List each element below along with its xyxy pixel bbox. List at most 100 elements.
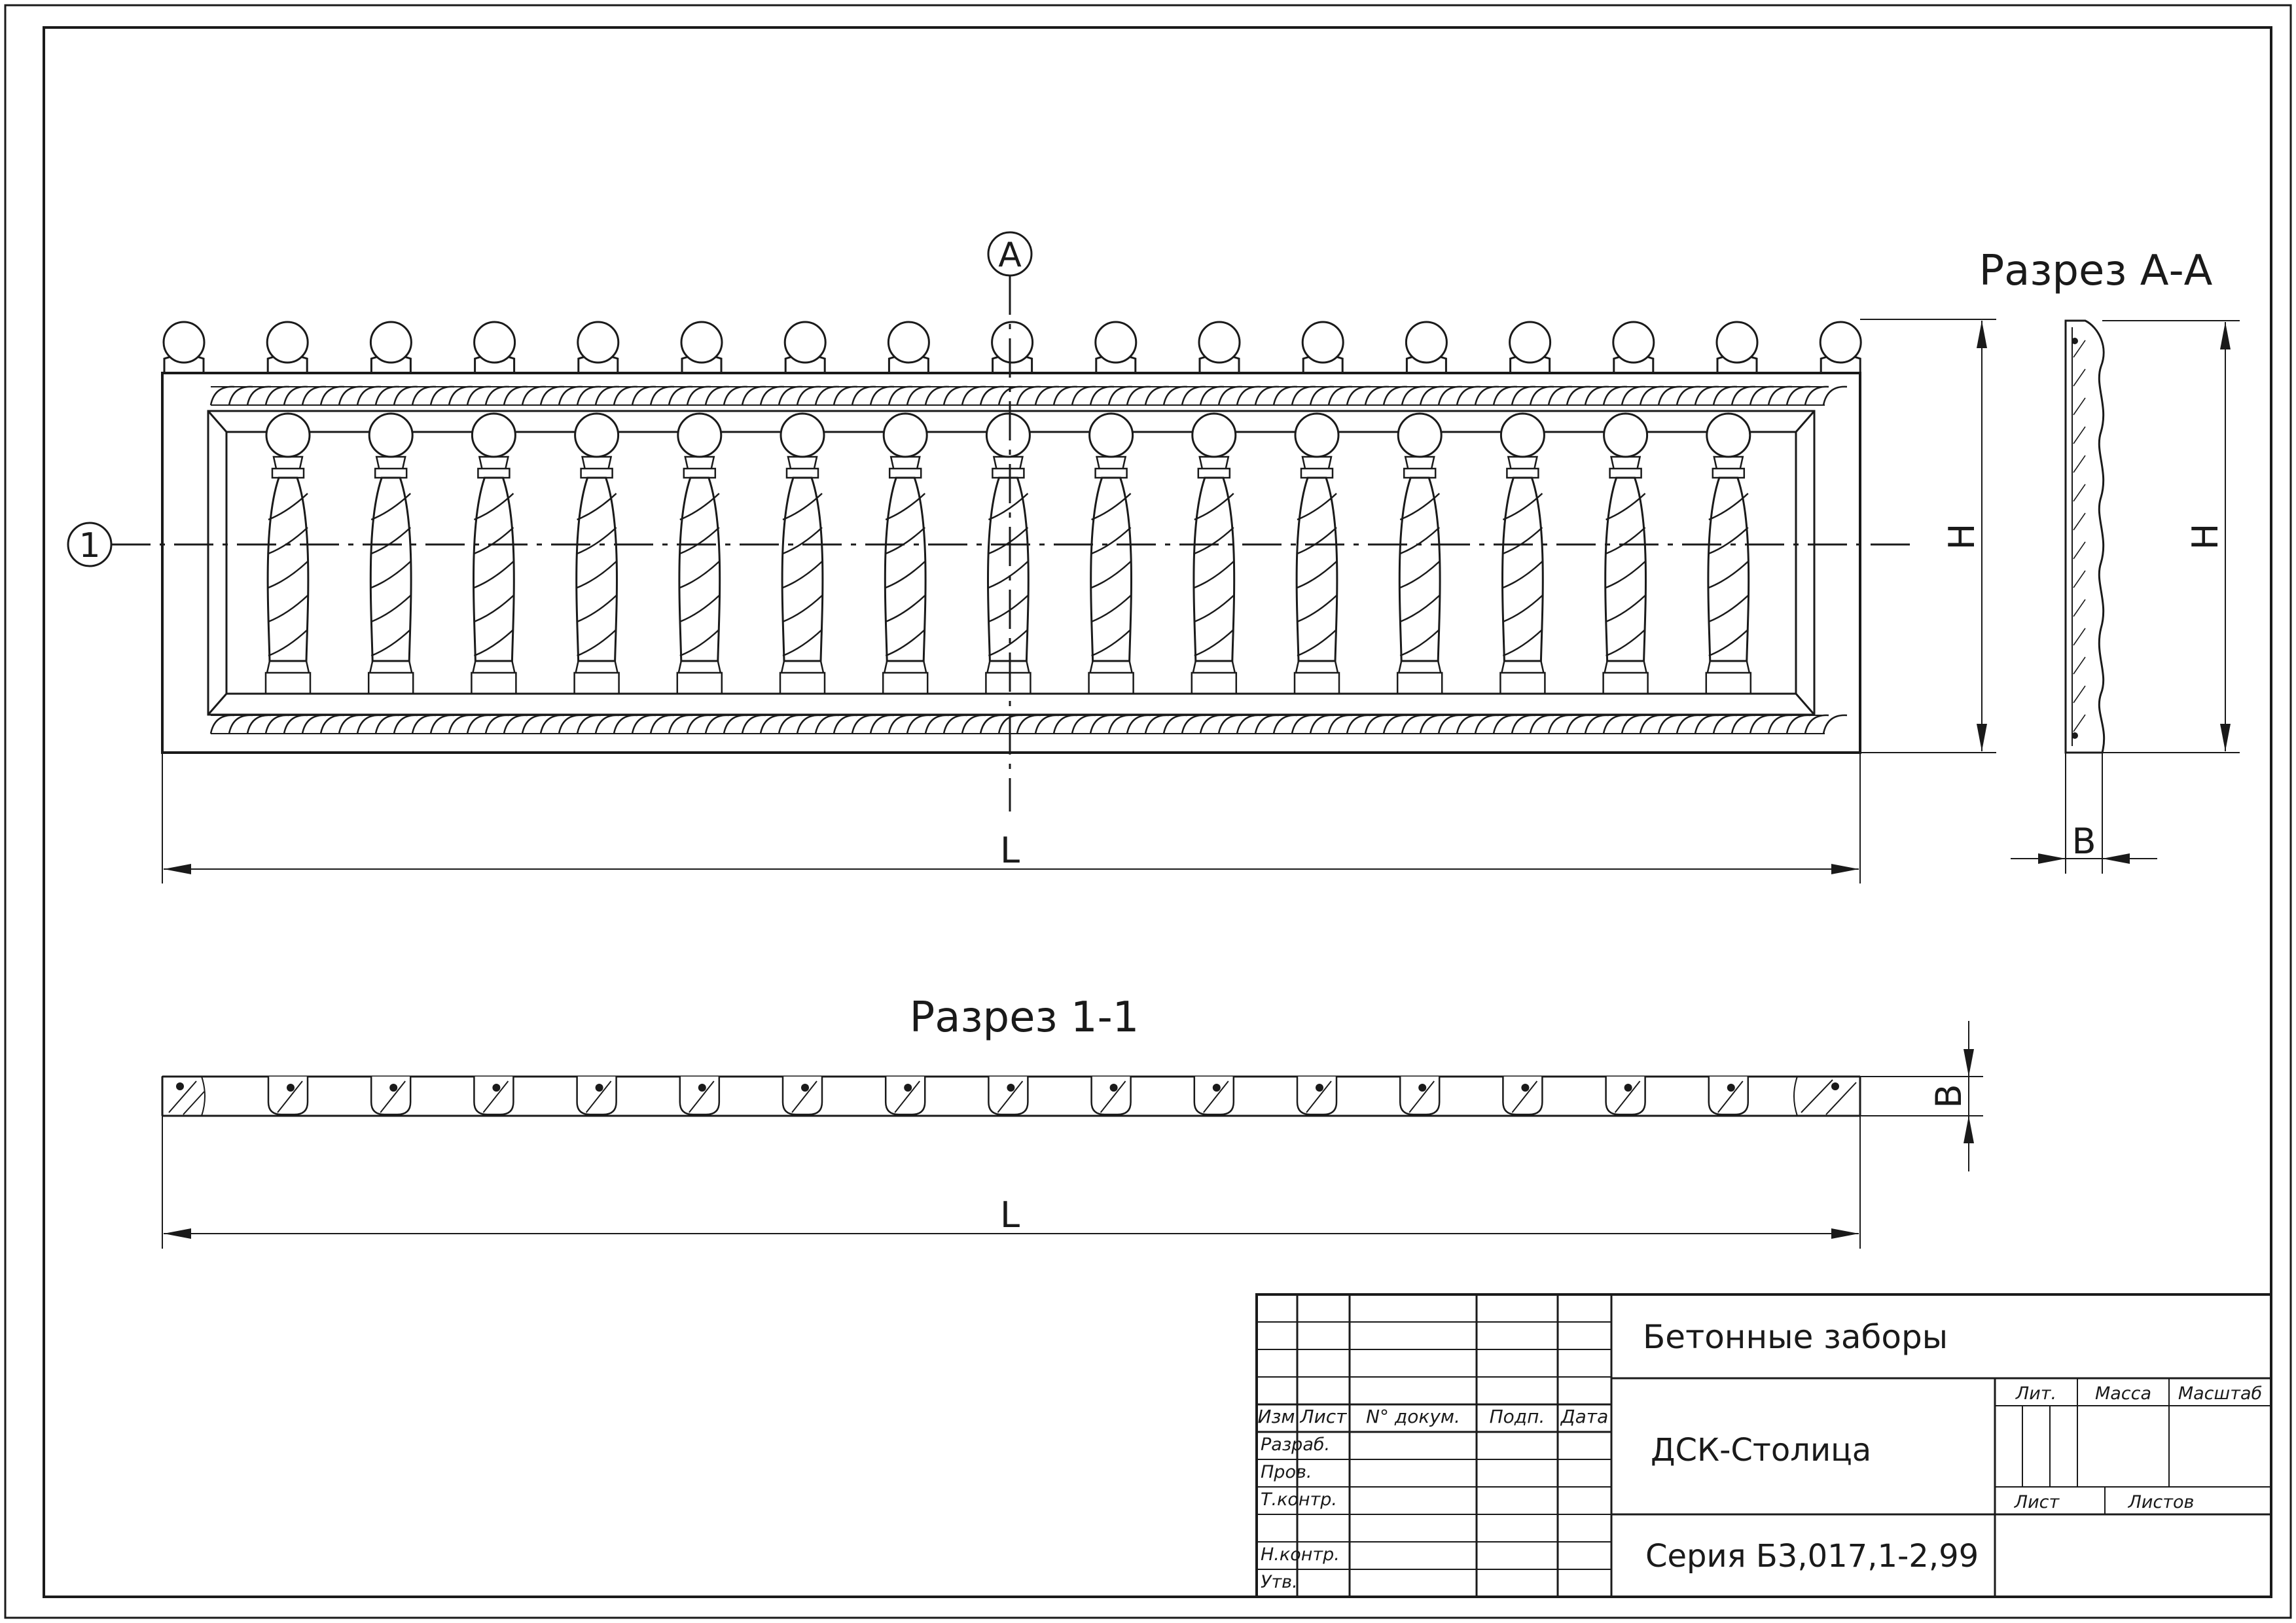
rope-twist <box>1676 385 1701 406</box>
rope-twist <box>1731 385 1756 406</box>
baluster-foot <box>1293 660 1340 695</box>
rope-twist <box>1804 714 1829 734</box>
rope-twist <box>1584 385 1609 406</box>
section-a-letter: A <box>998 236 1022 275</box>
section-11-posts <box>267 1077 1749 1116</box>
hatch-line <box>2073 484 2086 502</box>
row-label-nkontr: Н.контр. <box>1261 1544 1340 1565</box>
rope-twist <box>209 714 235 734</box>
hatch-line <box>2073 426 2086 444</box>
rebar-dot <box>2072 338 2078 344</box>
post-rebar-dot <box>1212 1084 1221 1092</box>
rope-twist <box>1639 714 1664 734</box>
hatch-line <box>2073 512 2086 531</box>
rope-twist <box>558 714 583 734</box>
post-rebar-dot <box>1316 1084 1323 1092</box>
rope-twist <box>283 714 308 734</box>
rope-twist <box>631 385 656 406</box>
baluster-neck <box>785 455 819 479</box>
rope-twist <box>429 714 455 734</box>
baluster-twist <box>679 493 720 521</box>
baluster-neck <box>271 455 305 479</box>
baluster-twist <box>1399 629 1441 657</box>
rope-twist <box>1052 714 1078 734</box>
rope-twist <box>1107 385 1133 406</box>
baluster <box>1191 412 1238 695</box>
rope-twist <box>1291 714 1316 734</box>
baluster-neck <box>1506 455 1539 479</box>
rope-twist <box>1199 714 1225 734</box>
rope-twist <box>1181 714 1206 734</box>
post-hatch <box>1100 1080 1126 1113</box>
rope-twist <box>283 385 308 406</box>
rope-twist <box>594 714 620 734</box>
hatch-line <box>2073 340 2086 358</box>
post-hatch <box>1614 1080 1641 1113</box>
rope-twist <box>1144 714 1170 734</box>
finial-ball <box>369 321 412 364</box>
baluster-ball <box>882 412 928 458</box>
baluster-twist <box>988 527 1029 555</box>
post-rebar-dot <box>1007 1084 1015 1092</box>
baluster-twist <box>1708 595 1749 623</box>
rope-twist <box>851 385 876 406</box>
section-11-title: Разрез 1-1 <box>910 993 1139 1042</box>
baluster <box>264 412 312 695</box>
rope-twist <box>1547 714 1573 734</box>
baluster-neck <box>1609 455 1642 479</box>
rope-twist <box>228 385 253 406</box>
post-section <box>988 1077 1029 1116</box>
baluster-twist <box>1091 527 1132 555</box>
rope-twist <box>1382 714 1408 734</box>
rope-twist <box>1749 714 1774 734</box>
post-rebar-dot <box>492 1084 501 1092</box>
baluster-twist <box>988 595 1029 623</box>
section-11-view: Разрез 1-1 L B <box>161 993 1983 1249</box>
section-aa-title: Разрез А-А <box>1979 247 2213 295</box>
baluster <box>1396 412 1443 695</box>
baluster-twist <box>885 561 926 589</box>
post-rebar-dot <box>1109 1084 1118 1092</box>
post-rebar-dot <box>389 1084 398 1092</box>
rope-twist <box>411 385 437 406</box>
rope-twist <box>668 714 693 734</box>
rope-twist <box>503 385 528 406</box>
baluster-neck <box>580 455 613 479</box>
rope-twist <box>1346 714 1371 734</box>
rebar-dot <box>2072 732 2078 739</box>
baluster-twist <box>885 493 926 521</box>
baluster-foot <box>367 660 414 695</box>
baluster-twist <box>370 629 412 657</box>
rope-twist <box>264 385 290 406</box>
baluster <box>1499 412 1546 695</box>
baluster-twist <box>1399 561 1441 589</box>
height-label-aa: H <box>2185 524 2226 550</box>
baluster-twist <box>1194 561 1234 589</box>
baluster-twist <box>1708 493 1749 521</box>
section-11-end-hatch <box>162 1076 1861 1116</box>
post-rebar-dot <box>904 1084 912 1092</box>
info-sheets: Листов <box>2128 1492 2195 1512</box>
row-label-tkontr: Т.контр. <box>1261 1489 1337 1510</box>
baluster-neck <box>1403 455 1437 479</box>
post-hatch <box>277 1080 303 1113</box>
post-hatch <box>689 1080 715 1113</box>
rope-twist <box>1474 714 1499 734</box>
baluster-twist <box>1194 629 1234 657</box>
post-hatch <box>1408 1080 1435 1113</box>
baluster-twist <box>370 527 412 555</box>
rope-twist <box>1437 385 1463 406</box>
post-rebar-dot <box>801 1084 809 1092</box>
rope-twist <box>1822 385 1848 406</box>
finial-ball <box>1301 321 1344 364</box>
rope-twist <box>228 714 253 734</box>
rope-twist <box>1309 385 1335 406</box>
baluster-twist <box>1399 527 1441 555</box>
rope-twist <box>1181 385 1206 406</box>
rope-twist <box>1785 714 1811 734</box>
post-section <box>1502 1077 1543 1116</box>
rope-twist <box>1566 714 1591 734</box>
post-section <box>576 1077 617 1116</box>
rope-twist <box>338 714 363 734</box>
baluster-foot <box>471 660 517 695</box>
